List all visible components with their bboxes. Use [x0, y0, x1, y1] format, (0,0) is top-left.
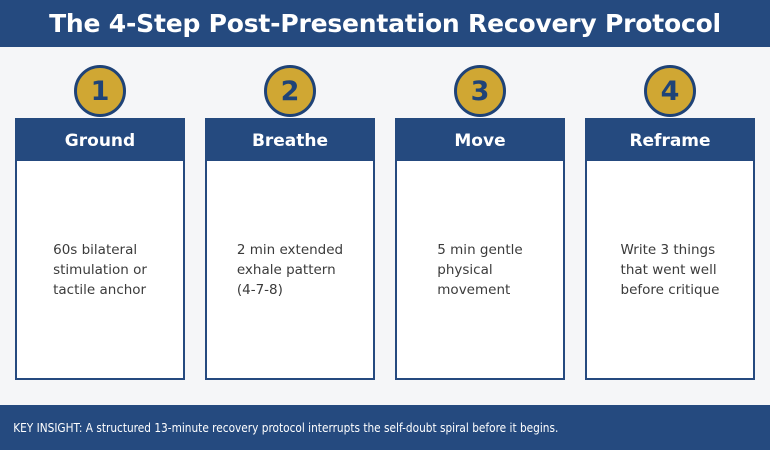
step-2-number: 2: [280, 75, 300, 107]
step-2-number-badge: 2: [264, 65, 316, 117]
step-title: Reframe: [629, 130, 711, 151]
step-description: 60s bilateral stimulation or tactile anc…: [53, 241, 147, 298]
step-card-body: 2 min extended exhale pattern (4-7-8): [207, 161, 373, 378]
step-card-body: Write 3 things that went well before cri…: [587, 161, 753, 378]
step-card-ground: Ground 60s bilateral stimulation or tact…: [15, 118, 185, 380]
step-card-breathe: Breathe 2 min extended exhale pattern (4…: [205, 118, 375, 380]
key-insight-text: KEY INSIGHT: A structured 13-minute reco…: [13, 420, 559, 435]
step-card-reframe: Reframe Write 3 things that went well be…: [585, 118, 755, 380]
step-title: Breathe: [251, 130, 329, 151]
footer-bar: KEY INSIGHT: A structured 13-minute reco…: [0, 405, 770, 450]
step-description: 2 min extended exhale pattern (4-7-8): [236, 241, 344, 298]
step-1-number-badge: 1: [74, 65, 126, 117]
step-card-move: Move 5 min gentle physical movement: [395, 118, 565, 380]
step-card-header: Reframe: [587, 120, 753, 161]
step-3-number-badge: 3: [454, 65, 506, 117]
page-title: The 4-Step Post-Presentation Recovery Pr…: [49, 9, 721, 38]
step-4-number: 4: [660, 75, 680, 107]
step-card-header: Ground: [17, 120, 183, 161]
step-card-header: Breathe: [207, 120, 373, 161]
step-description: 5 min gentle physical movement: [437, 241, 523, 298]
step-card-body: 5 min gentle physical movement: [397, 161, 563, 378]
step-card-body: 60s bilateral stimulation or tactile anc…: [17, 161, 183, 378]
step-description: Write 3 things that went well before cri…: [620, 241, 720, 298]
header-bar: The 4-Step Post-Presentation Recovery Pr…: [0, 0, 770, 47]
step-1-number: 1: [90, 75, 110, 107]
step-3-number: 3: [470, 75, 490, 107]
step-title: Ground: [64, 130, 136, 151]
step-card-header: Move: [397, 120, 563, 161]
step-title: Move: [454, 130, 506, 151]
step-4-number-badge: 4: [644, 65, 696, 117]
